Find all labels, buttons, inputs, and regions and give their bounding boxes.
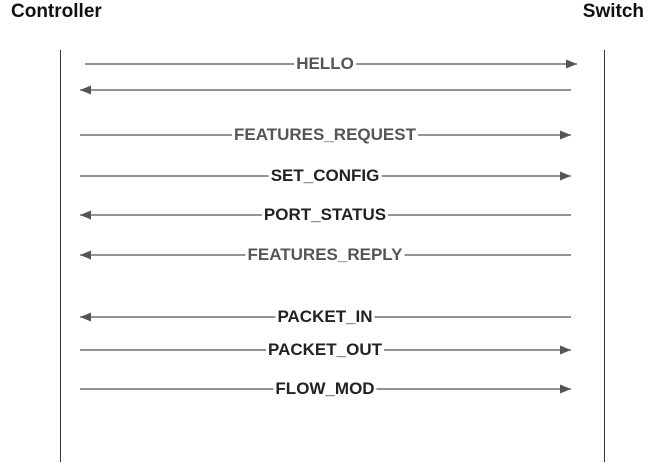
message-label-features-reply: FEATURES_REPLY	[245, 245, 405, 265]
arrowhead-packet-out	[560, 345, 571, 355]
message-label-set-config: SET_CONFIG	[268, 166, 382, 186]
arrowhead-features-request	[560, 130, 571, 140]
arrowhead-features-reply	[80, 250, 91, 260]
message-label-packet-in: PACKET_IN	[275, 307, 375, 327]
arrowhead-packet-in	[80, 312, 91, 322]
arrowhead-port-status	[80, 210, 91, 220]
arrowhead-flow-mod	[560, 384, 571, 394]
message-label-port-status: PORT_STATUS	[261, 205, 389, 225]
switch-lifeline	[604, 50, 605, 462]
controller-lifeline	[60, 50, 61, 462]
message-label-flow-mod: FLOW_MOD	[273, 379, 377, 399]
arrowhead-set-config	[560, 171, 571, 181]
arrowhead-hello-reply	[80, 85, 91, 95]
message-label-packet-out: PACKET_OUT	[266, 340, 384, 360]
controller-title: Controller	[11, 1, 102, 22]
message-label-hello: HELLO	[294, 54, 356, 74]
arrowhead-hello	[566, 59, 577, 69]
switch-title: Switch	[582, 1, 644, 22]
message-label-features-request: FEATURES_REQUEST	[232, 125, 418, 145]
